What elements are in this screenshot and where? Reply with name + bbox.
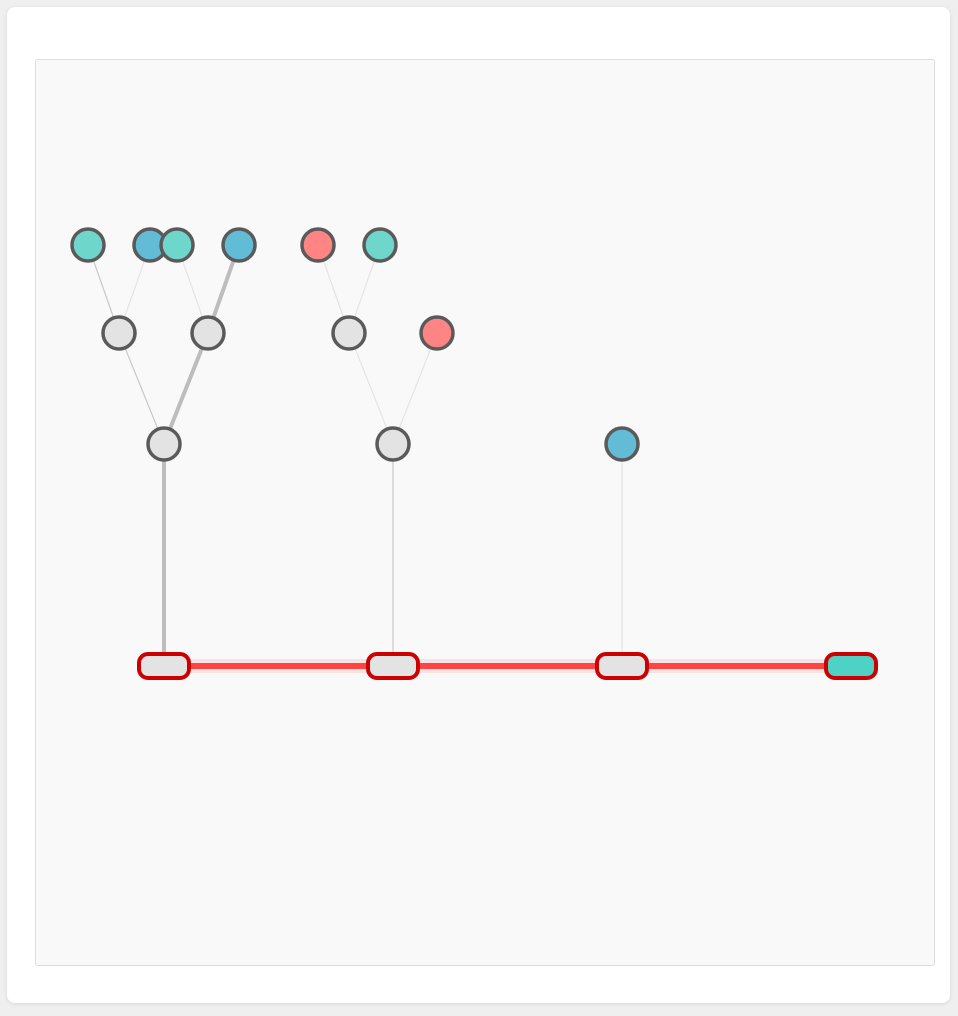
tree-node-a2[interactable] [190,315,226,351]
spine-node-s2[interactable] [366,652,420,680]
node-layer [70,227,640,462]
tree-node-b2[interactable] [419,315,455,351]
tree-diagram [70,227,878,680]
diagram-canvas [35,59,935,966]
edge-b-b2 [392,332,438,445]
edge-a-a2 [162,331,210,446]
tree-node-a1[interactable] [101,315,137,351]
spine-node-layer [137,652,878,680]
spine-node-s3[interactable] [595,652,649,680]
spine-node-s4[interactable] [824,652,878,680]
tree-node-l4[interactable] [221,227,257,263]
tree-node-l1[interactable] [70,227,106,263]
tree-node-l3[interactable] [159,227,195,263]
tree-node-l6[interactable] [362,227,398,263]
tree-node-c[interactable] [604,426,640,462]
diagram-card [7,7,950,1003]
edge-a-a1 [118,332,165,445]
tree-node-a[interactable] [146,426,182,462]
tree-node-b[interactable] [375,426,411,462]
tree-node-b1[interactable] [331,315,367,351]
tree-node-l5[interactable] [300,227,336,263]
spine-node-s1[interactable] [137,652,191,680]
edge-b-b1 [348,332,394,445]
